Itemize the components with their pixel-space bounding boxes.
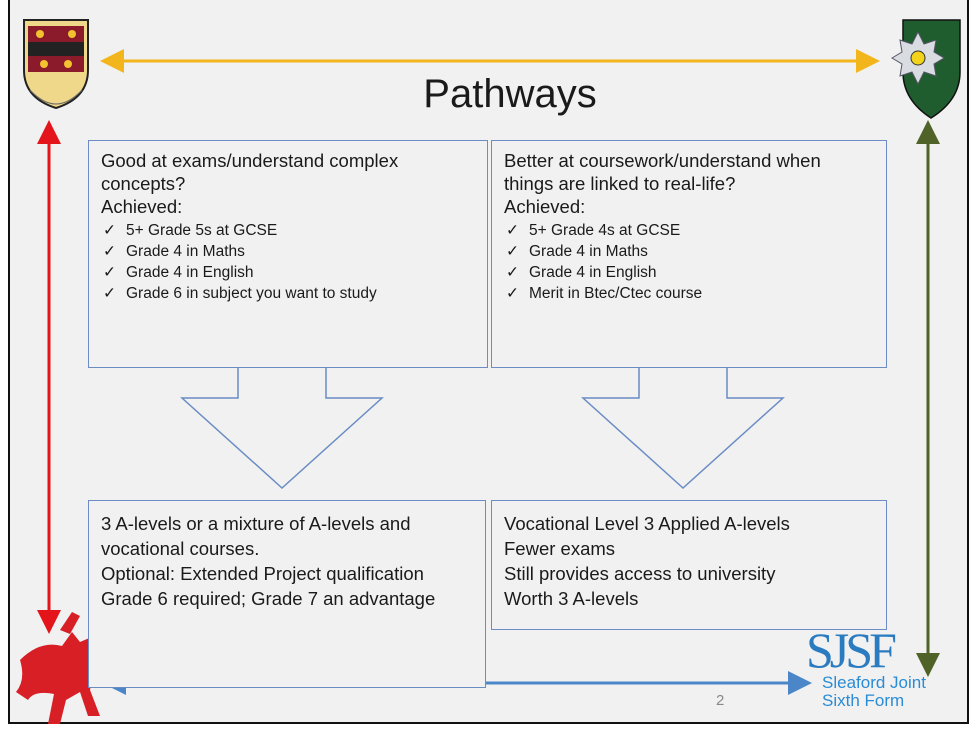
outcome-line: Still provides access to university xyxy=(504,563,776,584)
list-item: ✓Grade 4 in Maths xyxy=(103,243,245,260)
checkmark-icon: ✓ xyxy=(506,222,519,239)
outcome-line: Vocational Level 3 Applied A-levels xyxy=(504,513,790,534)
left-criteria-question: Good at exams/understand complex concept… xyxy=(101,150,399,194)
outcome-line: Optional: Extended Project qualification xyxy=(101,563,424,584)
right-outcome-box: Vocational Level 3 Applied A-levels Fewe… xyxy=(491,500,887,630)
checkmark-icon: ✓ xyxy=(506,243,519,260)
sjsf-logo: SJSF Sleaford Joint Sixth Form xyxy=(800,622,970,725)
green-shield-logo xyxy=(891,19,961,119)
list-item: ✓Merit in Btec/Ctec course xyxy=(506,285,703,302)
right-achieved-label: Achieved: xyxy=(504,196,586,217)
list-item: ✓5+ Grade 5s at GCSE xyxy=(103,222,278,239)
list-item: ✓Grade 4 in English xyxy=(506,264,657,281)
sjsf-name-line2: Sixth Form xyxy=(822,691,905,710)
checkmark-icon: ✓ xyxy=(103,243,116,260)
outcome-line: Worth 3 A-levels xyxy=(504,588,639,609)
left-down-arrow xyxy=(180,366,384,490)
list-item: ✓Grade 4 in Maths xyxy=(506,243,648,260)
list-item: ✓5+ Grade 4s at GCSE xyxy=(506,222,681,239)
right-criteria-list: ✓5+ Grade 4s at GCSE ✓Grade 4 in Maths ✓… xyxy=(504,220,874,304)
checkmark-icon: ✓ xyxy=(506,264,519,281)
slide-graphics xyxy=(16,19,961,724)
left-achieved-label: Achieved: xyxy=(101,196,183,217)
checkmark-icon: ✓ xyxy=(103,222,116,239)
horse-rider-logo xyxy=(16,612,110,724)
right-criteria-box: Better at coursework/understand when thi… xyxy=(491,140,887,368)
outcome-line: Grade 6 required; Grade 7 an advantage xyxy=(101,588,436,609)
right-criteria-question: Better at coursework/understand when thi… xyxy=(504,150,821,194)
sjsf-mark: SJSF xyxy=(806,622,897,678)
checkmark-icon: ✓ xyxy=(506,285,519,302)
outcome-line: Fewer exams xyxy=(504,538,616,559)
left-criteria-list: ✓5+ Grade 5s at GCSE ✓Grade 4 in Maths ✓… xyxy=(101,220,475,304)
left-outcome-box: 3 A-levels or a mixture of A-levels and … xyxy=(88,500,486,688)
checkmark-icon: ✓ xyxy=(103,285,116,302)
checkmark-icon: ✓ xyxy=(103,264,116,281)
outcome-line: 3 A-levels or a mixture of A-levels and … xyxy=(101,513,411,559)
sjsf-name-line1: Sleaford Joint xyxy=(822,673,926,692)
page-title: Pathways xyxy=(423,72,597,116)
slide: Pathways Good at exams/understand comple… xyxy=(8,0,969,724)
right-down-arrow xyxy=(581,366,785,490)
school-crest-logo xyxy=(23,19,89,110)
list-item: ✓Grade 6 in subject you want to study xyxy=(103,285,377,302)
left-criteria-box: Good at exams/understand complex concept… xyxy=(88,140,488,368)
page-number: 2 xyxy=(716,692,725,709)
list-item: ✓Grade 4 in English xyxy=(103,264,254,281)
